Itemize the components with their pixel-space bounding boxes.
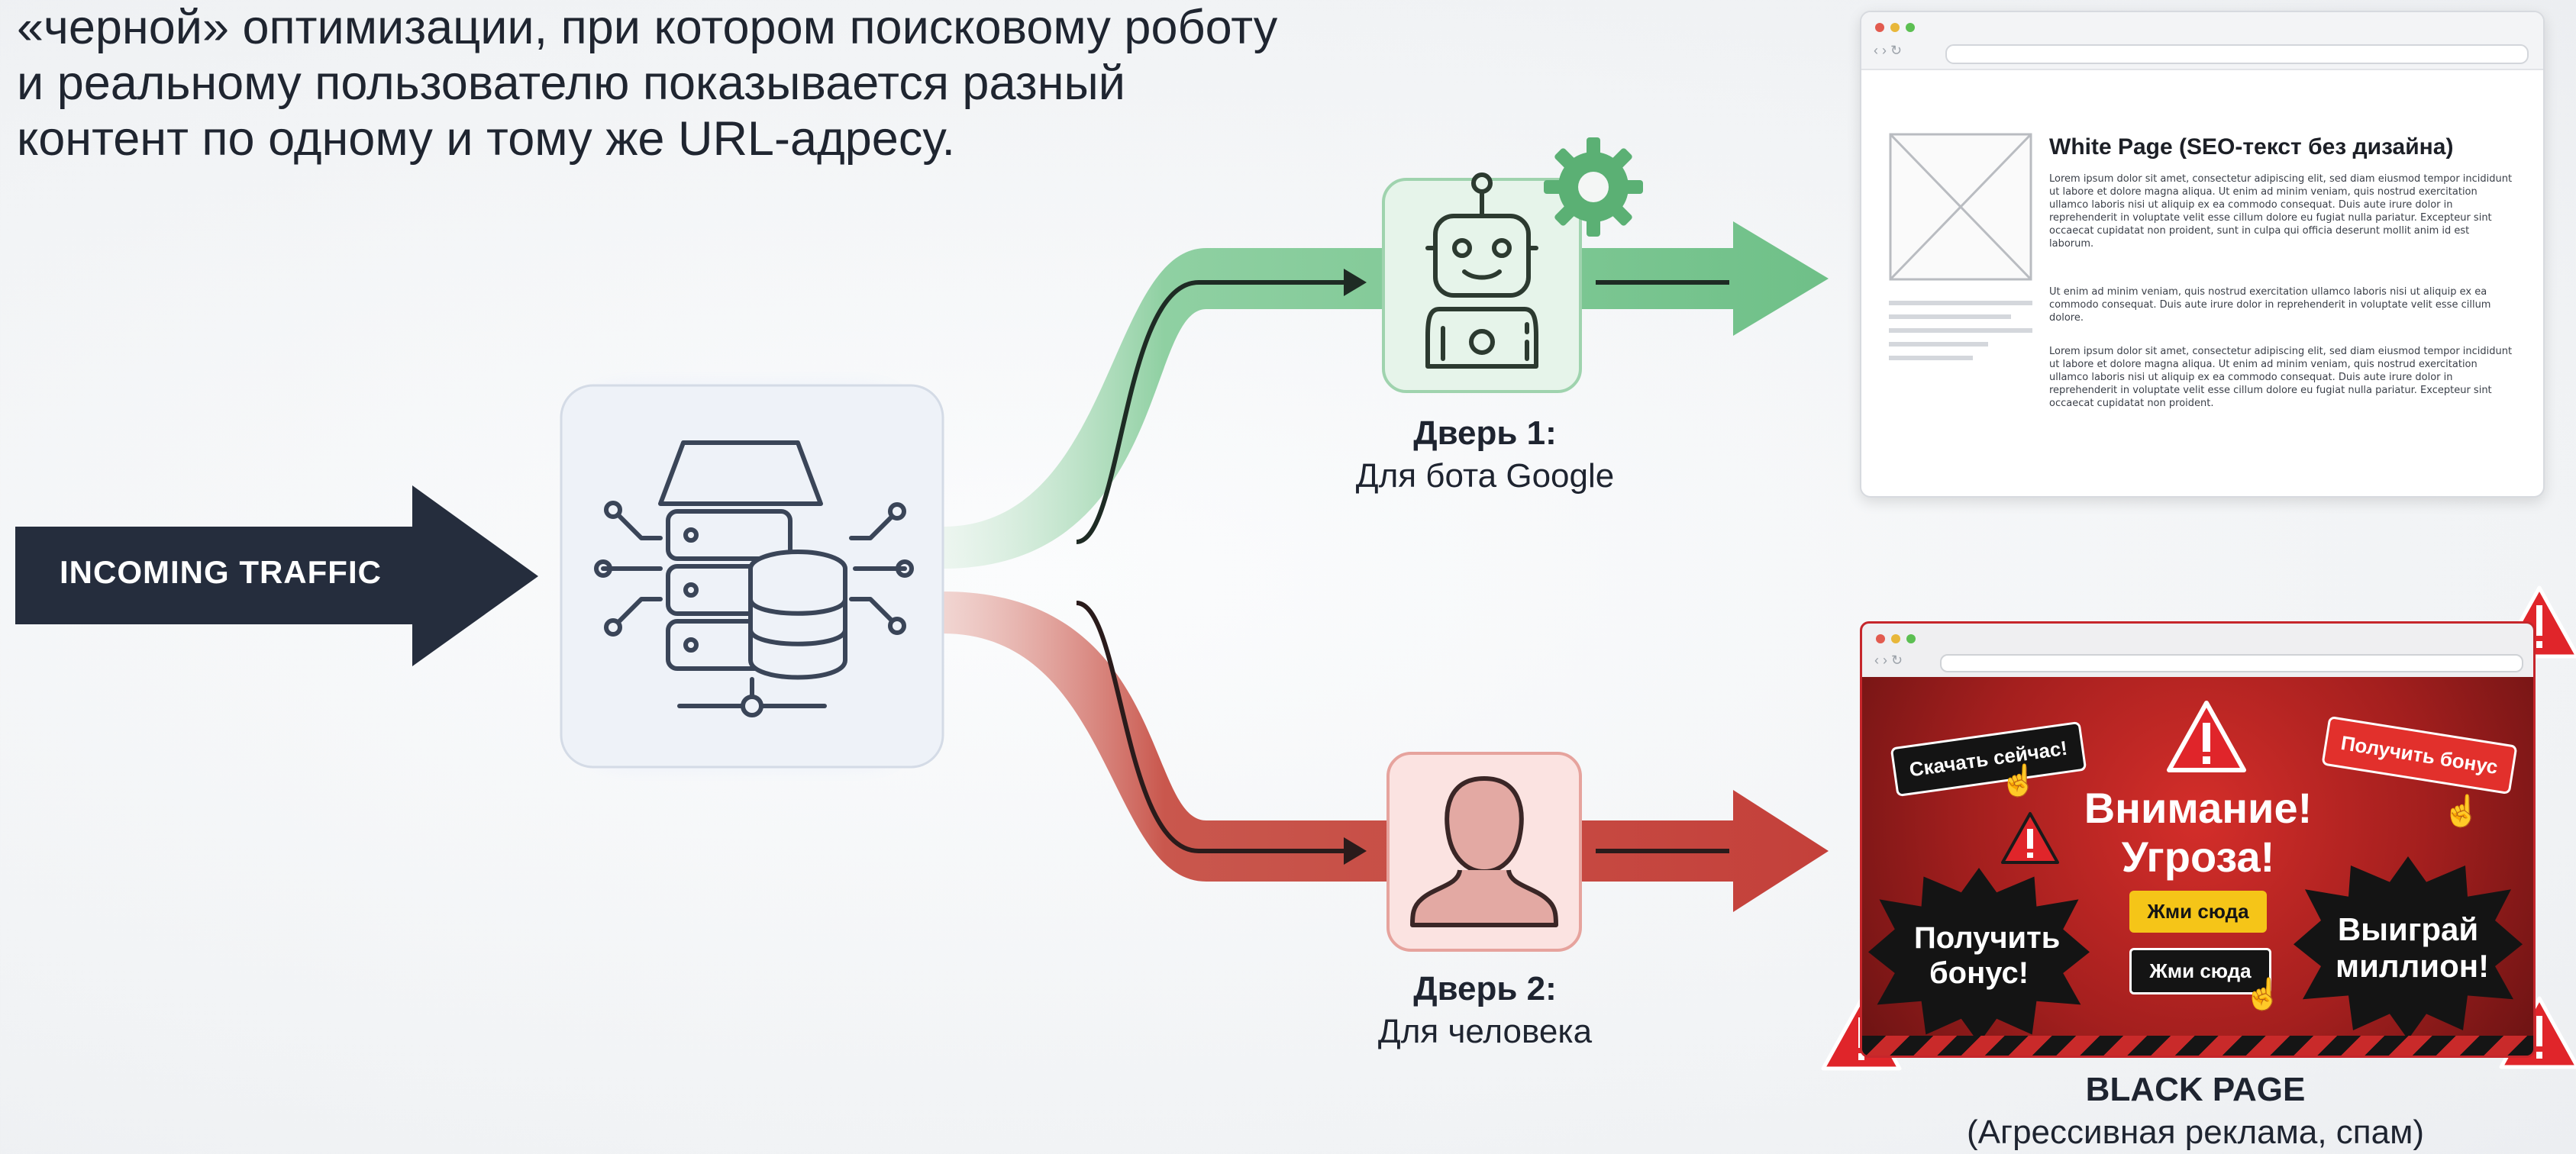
window-zoom-dot [1906,23,1915,32]
white-page-browser: ‹ › ↻ White Page (SEO-текст без дизайна)… [1860,11,2545,498]
click-here-dark-button[interactable]: Жми сюда [2129,948,2271,994]
warning-headline: Внимание! Угроза! [2053,784,2343,882]
red-path-line [1076,601,1355,853]
click-here-yellow-button[interactable]: Жми сюда [2129,891,2267,933]
incoming-traffic-label: INCOMING TRAFFIC [60,554,382,590]
window-close-dot [1875,23,1884,32]
get-bonus-button[interactable]: Получить бонус [2321,715,2518,795]
warning-icon [2167,701,2246,772]
door-2-title: Дверь 2: [1413,970,1557,1007]
green-path-line [1076,280,1355,544]
cursor-hand-icon: ☝ [2000,764,2038,798]
door-1-title: Дверь 1: [1413,414,1557,452]
nav-arrows-icon: ‹ › ↻ [1874,43,1903,58]
red-path-band [943,592,1829,912]
black-page-caption-title: BLACK PAGE [2085,1071,2306,1108]
gear-icon [1544,137,1643,237]
black-page-toolbar: ‹ › ↻ [1862,624,2533,677]
cursor-hand-icon: ☝ [2244,978,2282,1011]
white-page-title: White Page (SEO-текст без дизайна) [2049,134,2454,160]
intro-text: «черной» оптимизации, при котором поиско… [17,0,1330,167]
white-page-paragraph-2: Ut enim ad minim veniam, quis nostrud ex… [2049,286,2491,324]
win-million-burst[interactable]: Выиграй миллион! [2294,856,2523,1040]
robot-icon [1425,172,1538,369]
door-2-subtitle: Для человека [1377,1013,1593,1050]
white-page-address-bar [1945,44,2529,64]
door-1-caption: Дверь 1: Для бота Google [1298,412,1672,498]
get-bonus-burst[interactable]: Получить бонус! [1868,868,2090,1043]
win-million-burst-text: Выиграй миллион! [2336,911,2490,984]
door-2-caption: Дверь 2: Для человека [1298,968,1672,1053]
hazard-stripes [1862,1036,2533,1056]
window-zoom-dot [1906,634,1916,643]
intro-line-1: «черной» оптимизации, при котором поиско… [17,1,1278,54]
white-page-toolbar: ‹ › ↻ [1861,12,2543,70]
cursor-hand-icon: ☝ [2442,795,2481,828]
warning-headline-line-2: Угроза! [2121,833,2275,881]
warning-icon [2001,812,2059,864]
black-page-caption: BLACK PAGE (Агрессивная реклама, спам) [1860,1069,2531,1154]
incoming-traffic-arrow [15,485,538,666]
black-page-caption-subtitle: (Агрессивная реклама, спам) [1967,1114,2424,1151]
black-page-address-bar [1940,654,2523,672]
window-minimize-dot [1890,23,1900,32]
server-database-icon [594,440,914,717]
text-placeholder-lines [1889,301,2032,360]
window-minimize-dot [1891,634,1900,643]
intro-line-2: и реальному пользователю показывается ра… [17,56,1125,110]
black-page-browser: ‹ › ↻ Скачать сейчас! Получить бонус ☝ ☝… [1860,621,2536,1058]
intro-line-3: контент по одному и тому же URL-адресу. [17,112,956,166]
image-placeholder-icon [1889,133,2032,281]
green-path-arrowhead [1344,269,1367,296]
person-icon [1410,776,1558,927]
white-page-paragraph-3: Lorem ipsum dolor sit amet, consectetur … [2049,346,2513,409]
nav-arrows-icon: ‹ › ↻ [1874,653,1903,668]
red-path-arrowhead [1344,837,1367,865]
white-page-paragraph-1: Lorem ipsum dolor sit amet, consectetur … [2049,173,2513,250]
get-bonus-burst-text: Получить бонус! [1914,921,2061,990]
window-close-dot [1876,634,1885,643]
warning-headline-line-1: Внимание! [2084,784,2313,832]
door-1-subtitle: Для бота Google [1355,457,1615,495]
